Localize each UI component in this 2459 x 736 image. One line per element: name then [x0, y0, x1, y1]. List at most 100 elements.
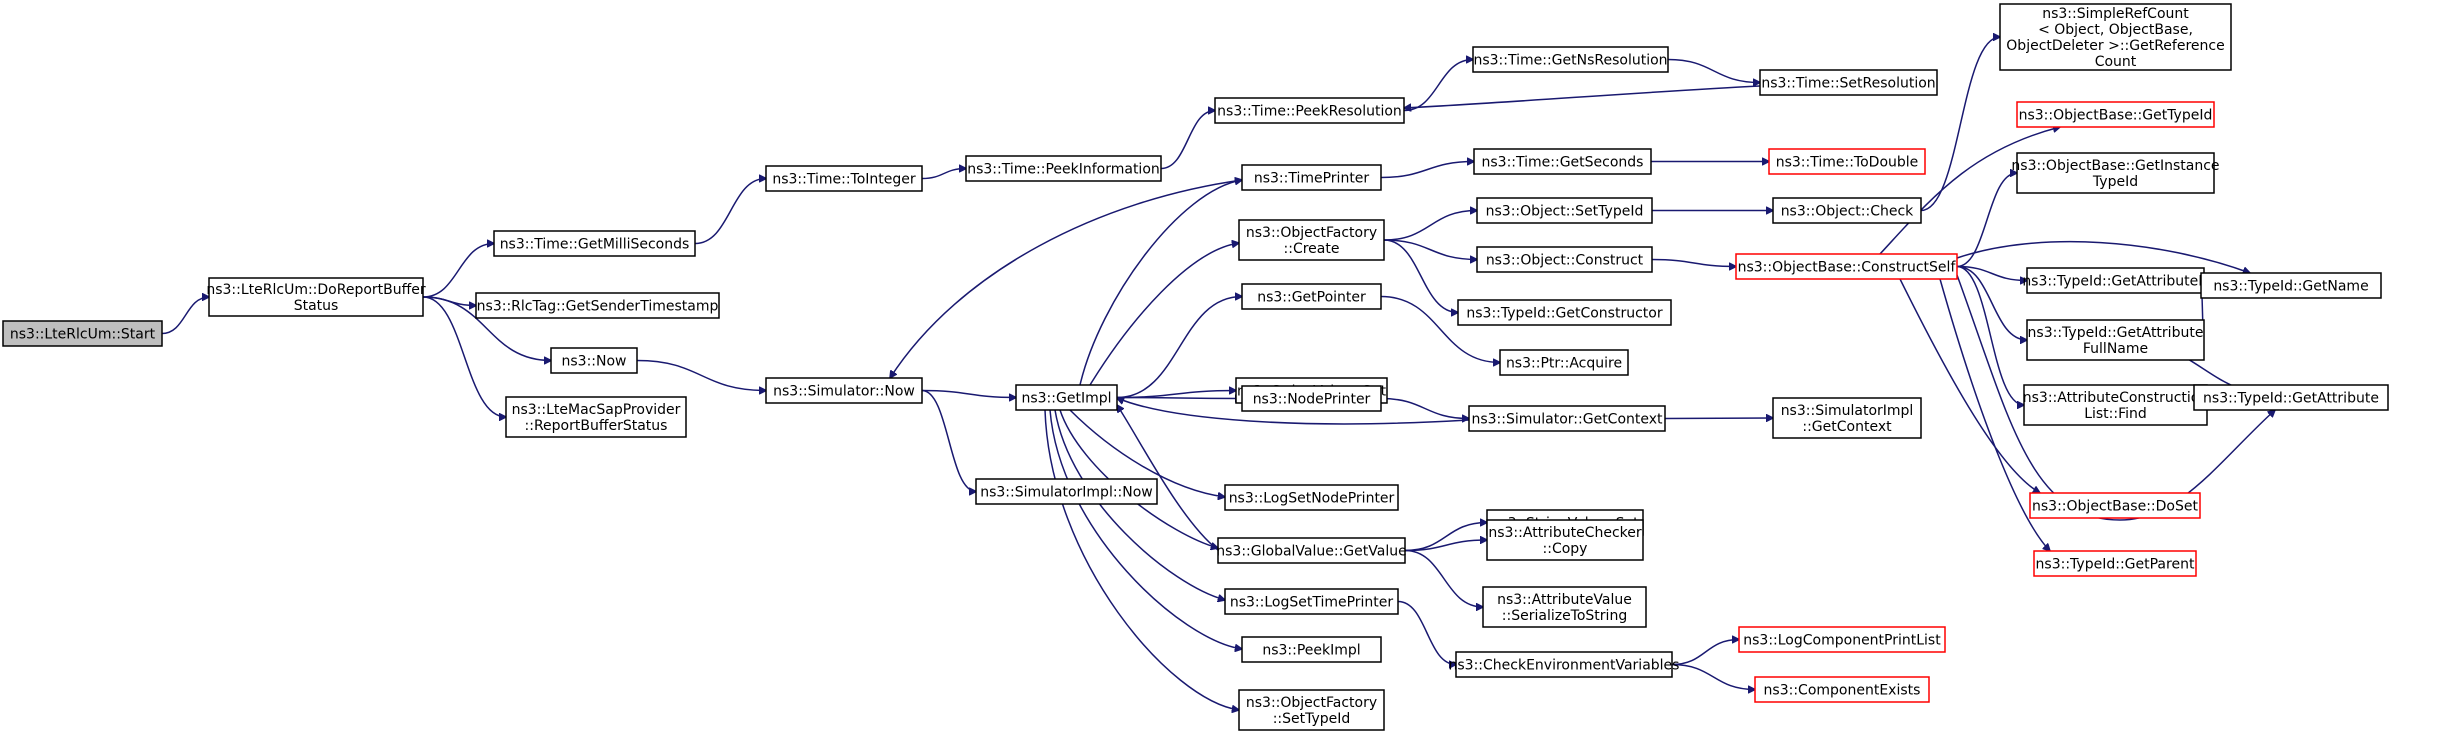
edge-line: [161, 297, 209, 335]
node-rlctag[interactable]: ns3::RlcTag::GetSenderTimestamp: [475, 292, 720, 319]
node-getnsres[interactable]: ns3::Time::GetNsResolution: [1472, 46, 1669, 73]
edge-line: [1920, 37, 2000, 212]
node-box: [1486, 519, 1644, 561]
node-compexists[interactable]: ns3::ComponentExists: [1754, 676, 1930, 703]
node-simnow[interactable]: ns3::Simulator::Now: [765, 377, 923, 404]
node-simimplnow[interactable]: ns3::SimulatorImpl::Now: [975, 478, 1158, 505]
node-gvgetvalue[interactable]: ns3::GlobalValue::GetValue: [1216, 537, 1407, 564]
edge-tointeger-to-peekinfo: [921, 169, 966, 180]
edge-line: [890, 179, 1243, 378]
edge-simnow-to-simimplnow: [921, 389, 976, 492]
edge-line: [1404, 85, 1761, 108]
node-getpointer[interactable]: ns3::GetPointer: [1241, 283, 1382, 310]
node-box: [493, 230, 696, 257]
node-tointeger[interactable]: ns3::Time::ToInteger: [765, 165, 923, 192]
edge-line: [1044, 409, 1239, 710]
edge-line: [1404, 549, 1483, 608]
node-label: ns3::Object::Construct: [1486, 253, 1644, 269]
node-label: ns3::Time::GetNsResolution: [1473, 53, 1667, 69]
node-root[interactable]: ns3::LteRlcUm::Start: [2, 320, 163, 347]
node-label: ns3::LogComponentPrintList: [1743, 633, 1941, 649]
node-getimpl[interactable]: ns3::GetImpl: [1015, 384, 1118, 411]
edge-getmilli-to-tointeger: [694, 179, 766, 245]
node-peekinfo[interactable]: ns3::Time::PeekInformation: [965, 155, 1162, 182]
node-label: ::SetTypeId: [1273, 711, 1351, 727]
node-box: [1241, 636, 1382, 663]
edge-getimpl-to-timeprinter: [1079, 180, 1242, 386]
edge-line: [1667, 58, 1760, 83]
node-timeprinter[interactable]: ns3::TimePrinter: [1241, 164, 1382, 191]
node-simplerefcount[interactable]: ns3::SimpleRefCount< Object, ObjectBase,…: [1999, 3, 2232, 71]
node-tidgetattrn[interactable]: ns3::TypeId::GetAttributeN: [2022, 267, 2209, 294]
node-getseconds[interactable]: ns3::Time::GetSeconds: [1473, 148, 1652, 175]
node-acheckercopy[interactable]: ns3::AttributeChecker::Copy: [1486, 519, 1644, 561]
node-tidgetname[interactable]: ns3::TypeId::GetName: [2200, 272, 2382, 299]
node-label: ns3::TimePrinter: [1254, 171, 1370, 187]
node-label: ns3::Ptr::Acquire: [1506, 356, 1622, 372]
edge-line: [1380, 397, 1469, 419]
edge-peekinfo-to-peekres: [1160, 111, 1215, 170]
node-logsettime[interactable]: ns3::LogSetTimePrinter: [1224, 588, 1399, 615]
node-macsap[interactable]: ns3::LteMacSapProvider::ReportBufferStat…: [505, 396, 687, 438]
edge-line: [1383, 239, 1458, 313]
node-label: ns3::AttributeChecker: [1488, 525, 1642, 541]
edge-line: [1956, 274, 2275, 521]
node-box: [1224, 588, 1399, 615]
node-ofcreate[interactable]: ns3::ObjectFactory::Create: [1238, 219, 1385, 261]
node-label: ns3::Object::Check: [1781, 204, 1914, 220]
node-peekimpl[interactable]: ns3::PeekImpl: [1241, 636, 1382, 663]
node-ptracquire[interactable]: ns3::Ptr::Acquire: [1499, 349, 1629, 376]
edge-obconstructself-to-obdoset: [1899, 278, 2040, 493]
node-label: ns3::ObjectFactory: [1246, 225, 1377, 241]
node-obgettypeid[interactable]: ns3::ObjectBase::GetTypeId: [2016, 101, 2215, 128]
node-box: [1241, 385, 1382, 412]
edge-line: [636, 359, 766, 391]
node-logsetnode[interactable]: ns3::LogSetNodePrinter: [1224, 484, 1399, 511]
node-checkenv[interactable]: ns3::CheckEnvironmentVariables: [1449, 651, 1680, 678]
node-label: ns3::ObjectBase::DoSet: [2032, 499, 2198, 515]
edge-line: [1117, 405, 1219, 551]
node-ofsettypeid[interactable]: ns3::ObjectFactory::SetTypeId: [1238, 689, 1385, 731]
edge-line: [422, 244, 494, 298]
node-label: ns3::Time::GetSeconds: [1482, 155, 1644, 171]
node-box: [1768, 148, 1926, 175]
node-logcompprint[interactable]: ns3::LogComponentPrintList: [1738, 626, 1946, 653]
node-setres[interactable]: ns3::Time::SetResolution: [1759, 69, 1938, 96]
node-now[interactable]: ns3::Now: [550, 347, 638, 374]
node-getconstructor[interactable]: ns3::TypeId::GetConstructor: [1457, 299, 1672, 326]
node-avserialize[interactable]: ns3::AttributeValue::SerializeToString: [1482, 586, 1647, 628]
node-box: [1015, 384, 1118, 411]
node-objconstruct[interactable]: ns3::Object::Construct: [1476, 246, 1653, 273]
node-label: ObjectDeleter >::GetReference: [2006, 38, 2224, 54]
node-tidgetattr[interactable]: ns3::TypeId::GetAttribute: [2193, 384, 2389, 411]
node-nodeprinter[interactable]: ns3::NodePrinter: [1241, 385, 1382, 412]
edge-getimpl-to-logsetnode: [1069, 409, 1225, 497]
node-obconstructself[interactable]: ns3::ObjectBase::ConstructSelf: [1735, 253, 1958, 280]
node-box: [1455, 651, 1673, 678]
node-label: ns3::LteRlcUm::Start: [10, 327, 156, 343]
node-objcheck[interactable]: ns3::Object::Check: [1772, 197, 1922, 224]
node-tidgetparent[interactable]: ns3::TypeId::GetParent: [2033, 550, 2197, 577]
node-obdoset[interactable]: ns3::ObjectBase::DoSet: [2029, 492, 2201, 519]
edge-timeprinter-to-getseconds: [1380, 162, 1474, 179]
node-getmilli[interactable]: ns3::Time::GetMilliSeconds: [493, 230, 696, 257]
node-simimplgetcontext[interactable]: ns3::SimulatorImpl::GetContext: [1772, 397, 1922, 439]
node-label: ns3::LogSetTimePrinter: [1230, 595, 1394, 611]
node-simgetcontext[interactable]: ns3::Simulator::GetContext: [1468, 405, 1666, 432]
node-box: [2023, 384, 2208, 426]
edge-gvgetvalue-to-avserialize: [1404, 549, 1483, 608]
edge-line: [1956, 265, 2027, 341]
edge-line: [1383, 239, 1477, 260]
node-peekres[interactable]: ns3::Time::PeekResolution: [1214, 97, 1405, 124]
node-todouble[interactable]: ns3::Time::ToDouble: [1768, 148, 1926, 175]
edge-line: [1069, 409, 1225, 497]
edge-setres-to-peekres: [1404, 85, 1761, 108]
node-objsettypeid[interactable]: ns3::Object::SetTypeId: [1476, 197, 1653, 224]
edge-getnsres-to-setres: [1667, 58, 1760, 83]
edge-gvgetvalue-to-getimpl: [1117, 405, 1219, 551]
